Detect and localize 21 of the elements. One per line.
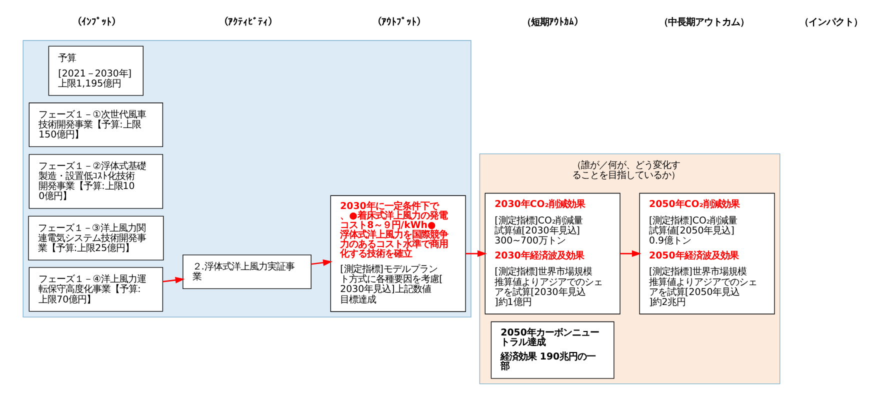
node-box: フェーズ１－④洋上風力運転保守高度化事業【予算:上限70億円】 [28, 267, 164, 312]
label: （ｲﾝﾌﾟｯﾄ） [72, 16, 120, 28]
node-box: フェーズ１－①次世代風車技術開発事業【予算:上限150億円】 [28, 102, 164, 148]
node-box: ２.浮体式洋上風力実証事業 [182, 254, 312, 290]
node-box: 2030年に一定条件下で、●着床式洋上風力の発電コスト8～９円/kWh●浮体式洋上風力を国際競争力のあるコスト水準で商用化する技術を確立 [測定指標]モデルプラント方式に各種要因を考慮[2030年見込]上記数値目標達成 [330, 195, 466, 312]
arrow [466, 250, 487, 257]
arrow [311, 259, 333, 266]
node-box: 2050年CO₂削減効果 [測定指標]CO₂削減量試算値[2050年見込]0.9億トン 2050年経済波及効果 [測定指標]世界市場規模推算値よりアジアでのシェアを試算[2050年見込]約2兆円 [639, 192, 775, 314]
node-box: 予算 [2021－2030年]上限1,195億円 [48, 46, 144, 96]
node-box: 2050年カーボンニュートラル達成 経済効果 190兆円の一部 [490, 321, 614, 379]
label: （インパクト） [799, 16, 862, 28]
label: （中長期アウトカム） [658, 16, 749, 28]
label: （短期ｱｳﾄｶﾑ） [522, 16, 583, 28]
arrow [162, 276, 185, 284]
arrow [620, 250, 642, 257]
node-box: フェーズ１－③洋上風力関連電気システム技術開発事業【予算:上限25億円】 [28, 216, 164, 260]
cluster [22, 40, 472, 318]
label: （ｱｸﾃｨﾋﾞﾃｨ） [219, 16, 278, 28]
node-box: フェーズ１－②浮体式基礎製造・設置低ｺｽﾄ化技術開発事業【予算:上限100億円】 [28, 154, 164, 209]
label: （ｱｳﾄﾌﾟｯﾄ） [372, 16, 426, 28]
node-box: 2030年CO₂削減効果 [測定指標]CO₂削減量試算値[2030年見込]300~700万トン 2030年経済波及効果 [測定指標]世界市場規模推算値よりアジアでのシェアを試算[2030年見込]約1億円 [484, 192, 620, 314]
